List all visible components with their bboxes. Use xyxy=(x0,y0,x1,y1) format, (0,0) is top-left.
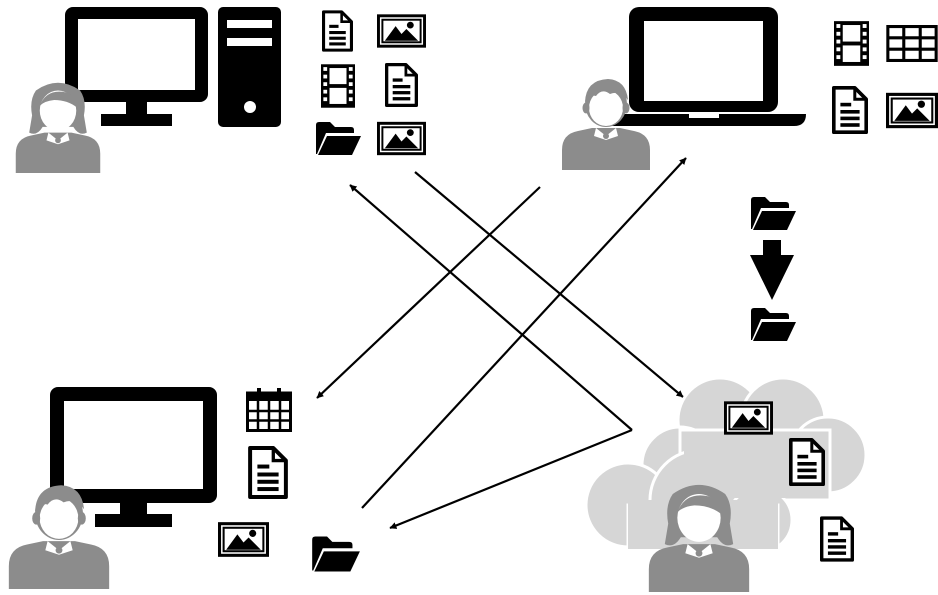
document-icon xyxy=(820,516,854,562)
node-top-left xyxy=(15,7,426,173)
node-top-right xyxy=(562,7,938,170)
image-icon xyxy=(724,401,773,435)
arrow-bottom-right-to-bottom-left xyxy=(389,428,633,530)
document-icon xyxy=(322,10,353,52)
down-arrow-icon xyxy=(750,240,794,300)
image-icon xyxy=(886,92,938,129)
folder-icon xyxy=(751,197,796,230)
transfer-indicator xyxy=(750,197,796,341)
connection-arrows xyxy=(316,157,687,530)
spreadsheet-icon xyxy=(886,25,938,62)
document-icon xyxy=(248,446,288,499)
arrow-bottom-left-to-top-right xyxy=(361,157,687,509)
node-bottom-right xyxy=(584,376,868,592)
document-icon xyxy=(832,85,868,135)
document-icon xyxy=(789,437,825,487)
arrow-top-left-to-bottom-right xyxy=(414,171,684,398)
computer-tower-icon xyxy=(218,7,281,127)
folder-icon xyxy=(751,308,796,341)
arrow-bottom-right-to-top-left xyxy=(349,184,633,431)
arrow-top-right-to-bottom-left xyxy=(316,186,541,399)
node-bottom-left xyxy=(8,387,360,589)
document-icon xyxy=(385,63,418,107)
folder-icon xyxy=(312,536,360,572)
image-icon xyxy=(218,521,269,558)
calendar-icon xyxy=(246,388,292,432)
desktop-monitor-icon xyxy=(65,7,208,126)
folder-icon xyxy=(316,122,361,155)
image-icon xyxy=(377,121,426,156)
video-icon xyxy=(834,21,869,66)
video-icon xyxy=(321,64,355,108)
image-icon xyxy=(377,14,426,48)
monitor-icon xyxy=(50,387,217,527)
laptop-icon xyxy=(600,7,806,126)
